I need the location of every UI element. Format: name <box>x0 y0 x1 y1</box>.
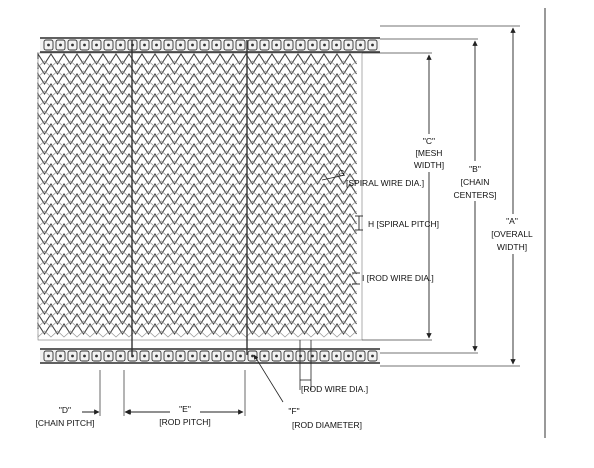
top-chain <box>40 37 380 53</box>
dimension-a-tag: "A" <box>506 216 518 226</box>
i-label: I [ROD WIRE DIA.] <box>362 273 434 283</box>
dimension-e-tag: "E" <box>179 404 191 414</box>
dimension-b-tag: "B" <box>469 164 481 174</box>
h-label: H [SPIRAL PITCH] <box>368 219 439 229</box>
dimension-d-tag: "D" <box>59 405 71 415</box>
bottom-chain <box>40 348 380 364</box>
dimension-f-tag: "F" <box>288 406 299 416</box>
dimension-a-label-line2: WIDTH] <box>497 242 527 252</box>
rod-wire-dia-label: [ROD WIRE DIA.] <box>301 384 368 394</box>
rod-wire-dia-marker <box>299 340 312 390</box>
h-pitch-marker <box>355 215 363 231</box>
spiral-wire-mesh <box>37 52 363 341</box>
i-rod-marker <box>352 272 360 285</box>
dimension-b-label-line1: [CHAIN <box>461 177 490 187</box>
dimension-c-label-line2: WIDTH] <box>414 160 444 170</box>
g-label: [SPIRAL WIRE DIA.] <box>346 178 424 188</box>
dimension-f-label: [ROD DIAMETER] <box>292 420 362 430</box>
f-leader-line <box>253 354 284 403</box>
g-leader-line <box>321 174 346 181</box>
dimension-d-label: [CHAIN PITCH] <box>35 418 94 428</box>
dimension-c-label-line1: [MESH <box>416 148 443 158</box>
pitch-extension-lines <box>99 370 246 416</box>
dimension-c-tag: "C" <box>423 136 435 146</box>
dimension-e-label: [ROD PITCH] <box>159 417 210 427</box>
dimension-b-label-line2: CENTERS] <box>454 190 497 200</box>
support-rods <box>131 40 248 355</box>
width-extension-lines <box>362 25 520 367</box>
dimension-a-label-line1: [OVERALL <box>491 229 533 239</box>
g-tag: G <box>338 168 345 178</box>
